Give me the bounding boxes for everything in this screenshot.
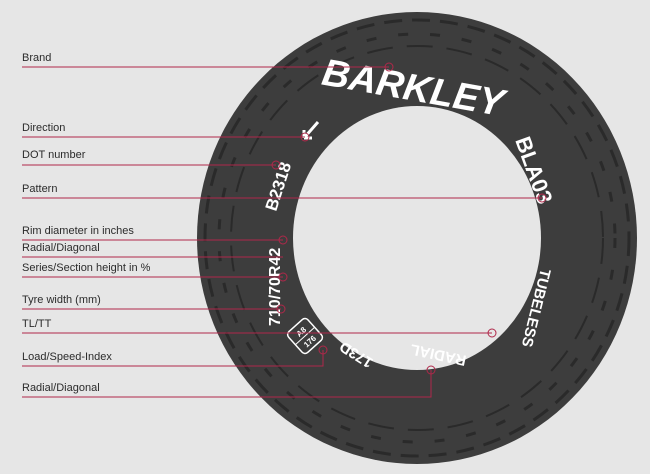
label-dot-number: DOT number bbox=[22, 149, 86, 161]
callout-brand bbox=[22, 62, 394, 72]
callout-load bbox=[22, 345, 328, 367]
label-brand: Brand bbox=[22, 52, 52, 64]
tyre bbox=[197, 12, 637, 464]
rim-hole bbox=[293, 106, 541, 370]
callout-tltt bbox=[22, 328, 497, 338]
tread-pattern bbox=[203, 18, 631, 458]
label-series-section: Series/Section height in % bbox=[22, 262, 151, 274]
callout-rim bbox=[22, 235, 288, 245]
callout-width bbox=[22, 304, 286, 314]
label-radial-diagonal-1: Radial/Diagonal bbox=[22, 242, 100, 254]
callout-radial-2 bbox=[22, 365, 436, 398]
label-direction: Direction bbox=[22, 122, 66, 134]
label-radial-diagonal-2: Radial/Diagonal bbox=[22, 382, 100, 394]
label-load-speed: Load/Speed-Index bbox=[22, 351, 112, 363]
label-tyre-width: Tyre width (mm) bbox=[22, 294, 101, 306]
callout-series bbox=[22, 272, 288, 282]
callout-dot bbox=[22, 160, 281, 170]
label-rim-diameter: Rim diameter in inches bbox=[22, 225, 134, 237]
callout-lines bbox=[22, 62, 547, 398]
size-marking: 710/70R42 bbox=[267, 248, 284, 326]
callout-direction bbox=[22, 132, 310, 142]
label-pattern: Pattern bbox=[22, 183, 58, 195]
label-tl-tt: TL/TT bbox=[22, 318, 52, 330]
callout-pattern bbox=[22, 193, 547, 203]
